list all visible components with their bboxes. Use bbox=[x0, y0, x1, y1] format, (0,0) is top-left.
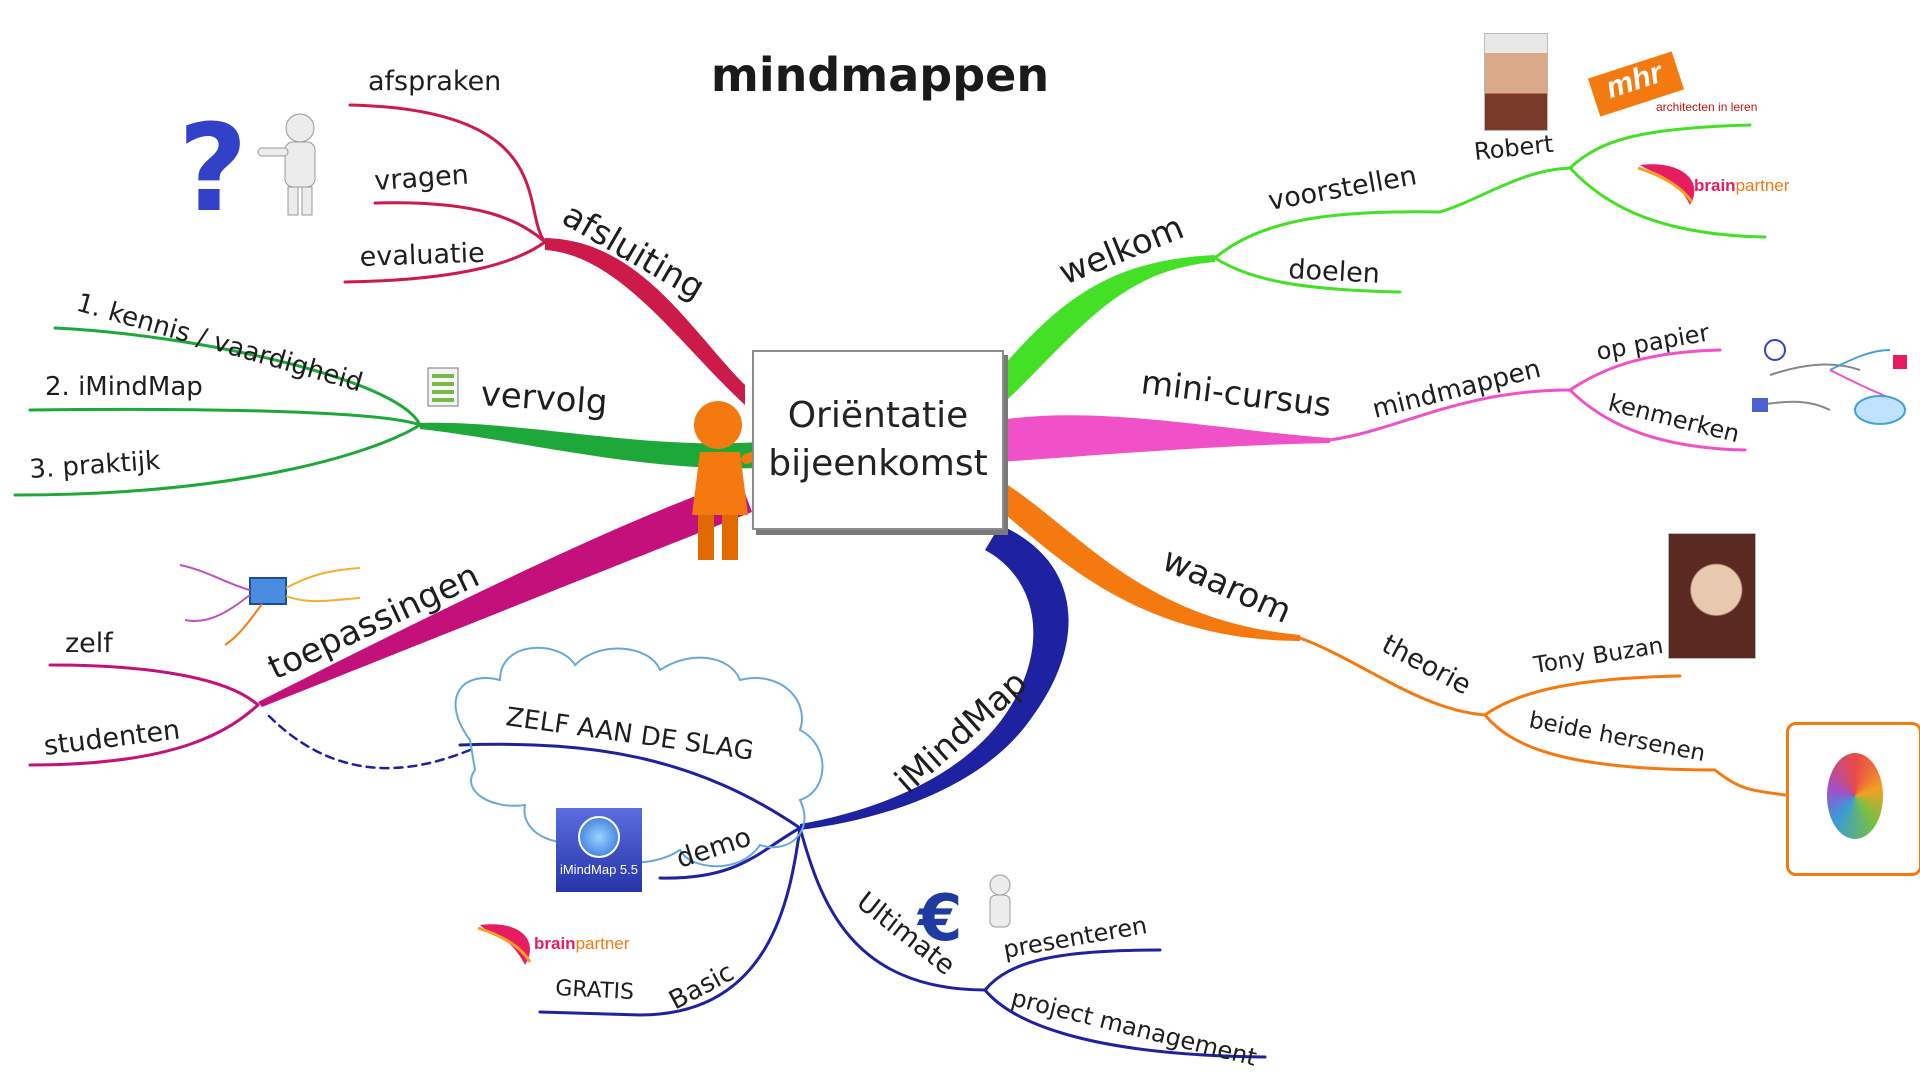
branch-minicursus[interactable] bbox=[1000, 415, 1330, 462]
mindmap-sketch-icon bbox=[1752, 339, 1907, 425]
svg-text:€: € bbox=[916, 882, 963, 956]
branch-vervolg[interactable] bbox=[420, 422, 760, 469]
euro-figure-icon: € bbox=[916, 874, 1011, 956]
mini-mindmap-icon bbox=[179, 564, 361, 646]
label-op-papier[interactable]: op papier bbox=[1594, 319, 1711, 366]
label-vervolg[interactable]: vervolg bbox=[479, 374, 608, 423]
brainpartner-brain: brain bbox=[1694, 176, 1736, 195]
label-basic[interactable]: Basic bbox=[664, 957, 739, 1016]
brainpartner-partner-bottom: partner bbox=[575, 934, 630, 953]
label-theorie[interactable]: theorie bbox=[1377, 629, 1476, 701]
label-praktijk[interactable]: 3. praktijk bbox=[28, 446, 161, 485]
label-tony-buzan[interactable]: Tony Buzan bbox=[1531, 633, 1665, 679]
label-afspraken[interactable]: afspraken bbox=[368, 66, 501, 97]
brainpartner-swoosh-icon bbox=[477, 924, 532, 965]
label-kenmerken[interactable]: kenmerken bbox=[1606, 389, 1743, 449]
question-figure-icon: ? bbox=[178, 100, 316, 239]
label-evaluatie[interactable]: evaluatie bbox=[359, 238, 485, 273]
svg-text:?: ? bbox=[178, 100, 248, 239]
imindmap-app-icon[interactable]: iMindMap 5.5 bbox=[556, 808, 642, 892]
page-title: mindmappen bbox=[710, 48, 1050, 102]
label-robert[interactable]: Robert bbox=[1473, 130, 1555, 166]
central-node-line2: bijeenkomst bbox=[768, 443, 988, 484]
brain-image bbox=[1786, 722, 1920, 876]
central-node-line1: Oriëntatie bbox=[787, 395, 969, 436]
label-gratis[interactable]: GRATIS bbox=[555, 976, 635, 1005]
central-node[interactable]: Oriëntatie bijeenkomst bbox=[752, 350, 1004, 530]
branch-waarom[interactable] bbox=[1000, 480, 1300, 641]
brainpartner-brain-bottom: brain bbox=[534, 934, 576, 953]
label-studenten[interactable]: studenten bbox=[42, 714, 182, 761]
tony-buzan-photo bbox=[1668, 533, 1756, 659]
brain-graphic bbox=[1827, 753, 1883, 839]
label-zelf[interactable]: zelf bbox=[65, 628, 114, 659]
label-presenteren[interactable]: presenteren bbox=[1001, 911, 1149, 964]
label-beide-hersenen[interactable]: beide hersenen bbox=[1527, 707, 1708, 767]
branch-toepassingen[interactable] bbox=[258, 480, 752, 707]
label-imindmap-child[interactable]: 2. iMindMap bbox=[45, 372, 203, 402]
label-vragen[interactable]: vragen bbox=[373, 159, 469, 197]
label-mindmappen-child[interactable]: mindmappen bbox=[1369, 354, 1543, 425]
label-voorstellen[interactable]: voorstellen bbox=[1266, 160, 1419, 217]
branch-imindmap[interactable] bbox=[800, 525, 1069, 830]
mhr-logo: mhr architecten in leren bbox=[1587, 51, 1762, 128]
spreadsheet-icon bbox=[427, 367, 459, 407]
brainpartner-swoosh-icon-top bbox=[1637, 164, 1695, 205]
mhr-logo-sub: architecten in leren bbox=[1656, 100, 1758, 114]
mhr-logo-text: mhr bbox=[1602, 56, 1667, 105]
brainpartner-partner: partner bbox=[1735, 176, 1790, 195]
imindmap-app-glyph bbox=[578, 816, 620, 858]
label-minicursus[interactable]: mini-cursus bbox=[1139, 362, 1334, 424]
branch-welkom[interactable] bbox=[998, 255, 1215, 402]
brainpartner-logo-top: brainpartner bbox=[1694, 176, 1789, 196]
brainpartner-logo-bottom: brainpartner bbox=[534, 934, 629, 954]
robert-photo bbox=[1484, 33, 1548, 131]
label-doelen[interactable]: doelen bbox=[1288, 254, 1381, 290]
imindmap-app-label: iMindMap 5.5 bbox=[559, 862, 639, 877]
